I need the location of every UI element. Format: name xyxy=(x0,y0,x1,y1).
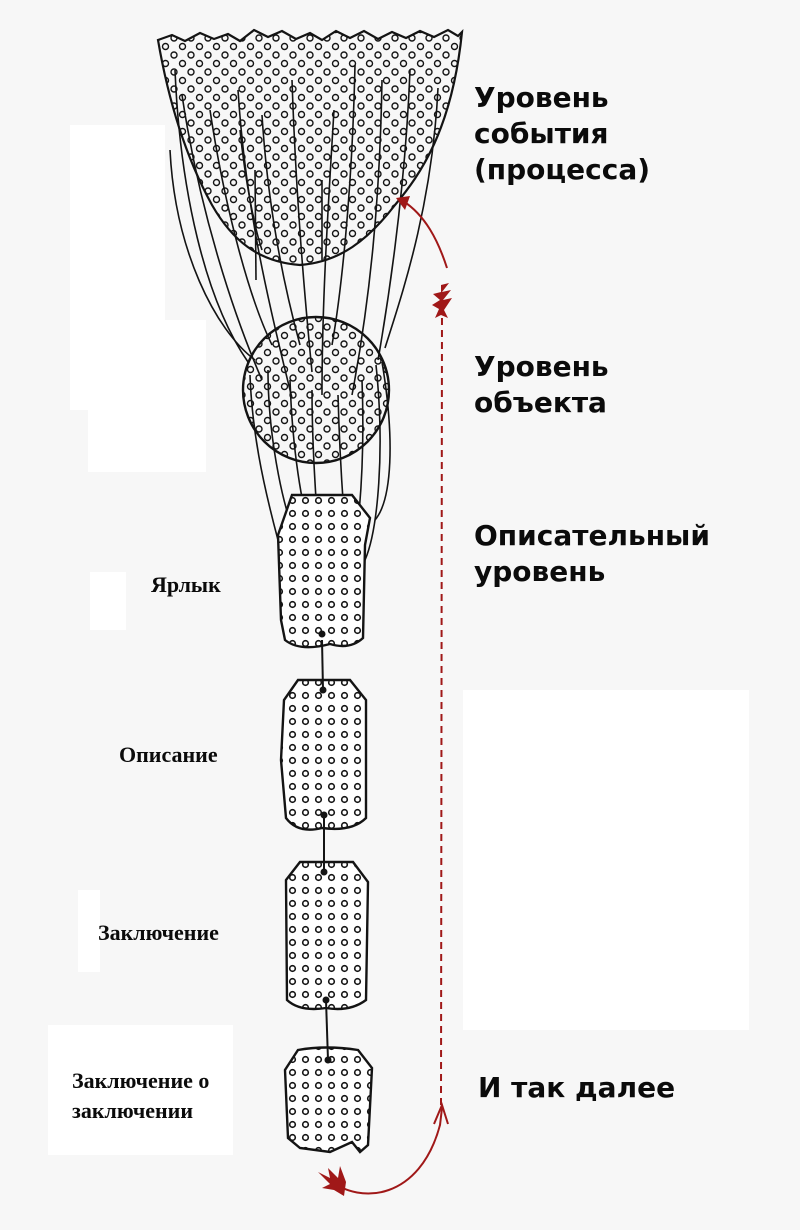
stage-label-label: Ярлык xyxy=(151,571,221,599)
object-level-label: Уровень объекта xyxy=(474,349,609,421)
arrow-head-top xyxy=(396,196,410,210)
event-level-shape xyxy=(158,30,462,265)
arrow-fletching-top xyxy=(432,283,452,318)
arrow-fletching-bottom xyxy=(318,1166,346,1196)
stage-meta-conclusion-label: Заключение о заключении xyxy=(72,1066,209,1126)
etc-level-label: И так далее xyxy=(478,1070,675,1106)
event-level-label: Уровень события (процесса) xyxy=(474,80,650,188)
descriptive-level-label: Описательный уровень xyxy=(474,518,710,590)
stage-description-label: Описание xyxy=(119,741,218,769)
stage-conclusion-label: Заключение xyxy=(98,919,219,947)
arrow-top-curve xyxy=(403,201,447,268)
object-level-circle xyxy=(243,317,389,463)
arrow-dashed-shaft xyxy=(441,300,442,1105)
